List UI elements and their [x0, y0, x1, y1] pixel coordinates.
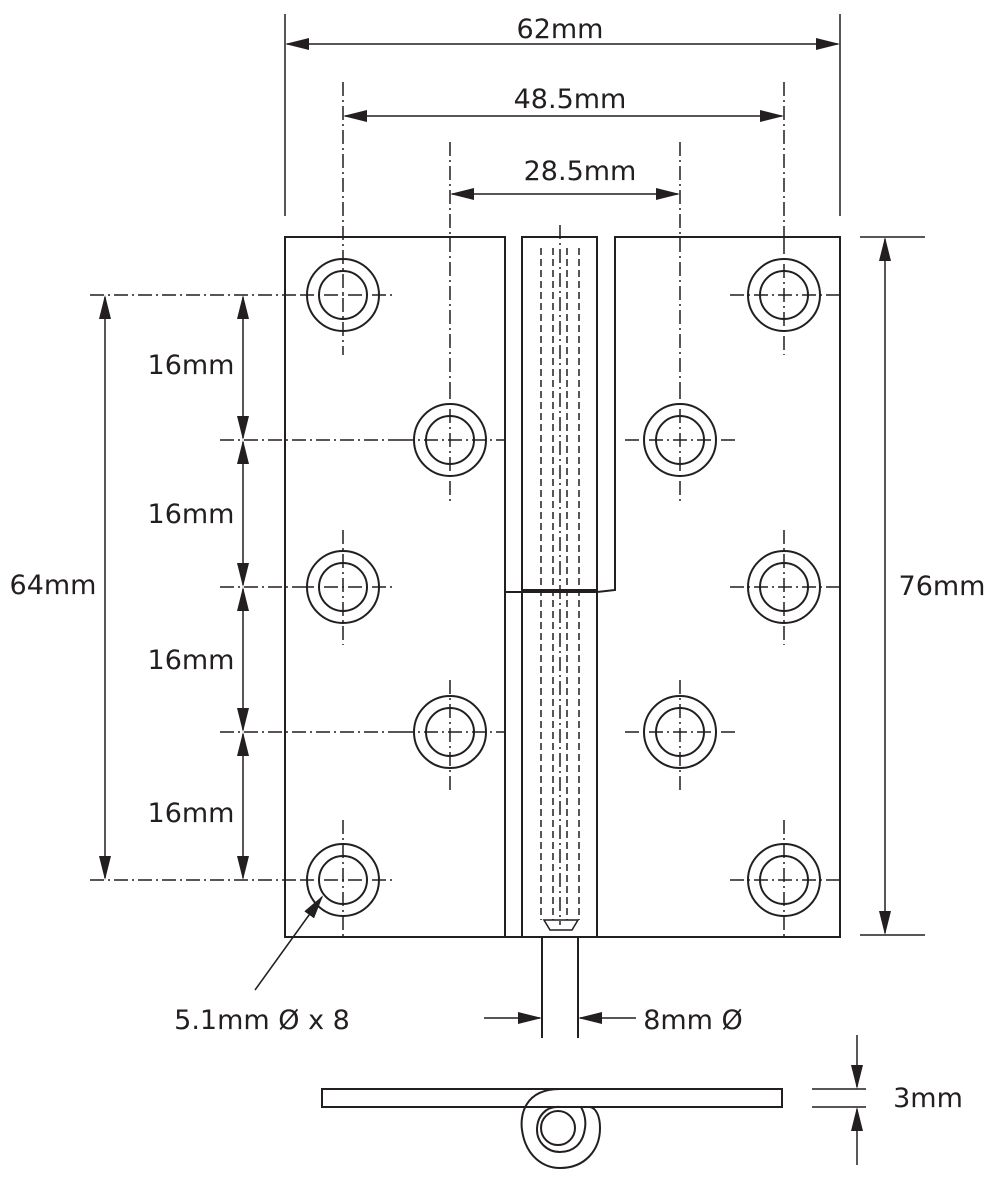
dimension-overall-height: 76mm	[860, 236, 986, 936]
overall-height-label: 76mm	[899, 571, 986, 602]
hole-left-inner-top	[400, 385, 505, 505]
knuckle-upper	[521, 236, 598, 591]
hole-right-inner-top	[625, 385, 735, 505]
hinge-side-view	[321, 1088, 783, 1170]
hole-right-bottom	[730, 820, 840, 940]
side-view-leaf	[321, 1088, 783, 1108]
hole-callout-label: 5.1mm Ø x 8	[174, 1005, 350, 1036]
outer-hole-spacing-label: 48.5mm	[514, 84, 627, 115]
hole-right-inner-bottom	[625, 680, 735, 790]
hole-left-middle	[300, 530, 395, 645]
hole-left-bottom	[300, 820, 395, 940]
dimension-inner-hole-spacing: 28.5mm	[450, 156, 680, 200]
pin-stub	[541, 937, 579, 1038]
knuckle-lower-left	[505, 591, 523, 938]
right-leaf	[596, 236, 841, 938]
hole-right-top	[730, 240, 840, 355]
dimension-pin-diameter: 8mm Ø	[484, 1005, 743, 1036]
row-centerlines	[90, 294, 400, 881]
dimension-hole-span: 64mm	[10, 295, 111, 880]
column-centerlines	[342, 82, 785, 385]
inner-hole-spacing-label: 28.5mm	[524, 156, 637, 187]
dimension-thickness: 3mm	[812, 1035, 963, 1165]
hole-callout: 5.1mm Ø x 8	[174, 895, 350, 1036]
dimension-hole-pitches: 16mm 16mm 16mm 16mm	[148, 295, 249, 880]
hole-pitch-label-1: 16mm	[148, 350, 235, 381]
hole-pitch-label-4: 16mm	[148, 798, 235, 829]
hole-left-top	[300, 250, 395, 355]
pin-diameter-label: 8mm Ø	[643, 1005, 743, 1036]
overall-width-label: 62mm	[517, 14, 604, 45]
hole-left-inner-bottom	[400, 680, 505, 790]
pin-hidden-lines	[540, 225, 580, 931]
thickness-label: 3mm	[893, 1083, 963, 1114]
hole-span-label: 64mm	[10, 570, 97, 601]
hole-pitch-label-3: 16mm	[148, 645, 235, 676]
dimension-overall-width: 62mm	[284, 14, 841, 216]
left-leaf	[284, 236, 506, 938]
side-view-knuckle	[520, 1088, 602, 1170]
side-view-pin	[540, 1110, 576, 1146]
hole-right-middle	[730, 530, 840, 645]
screw-holes	[300, 240, 840, 940]
dimension-outer-hole-spacing: 48.5mm	[343, 84, 784, 122]
hole-pitch-label-2: 16mm	[148, 499, 235, 530]
